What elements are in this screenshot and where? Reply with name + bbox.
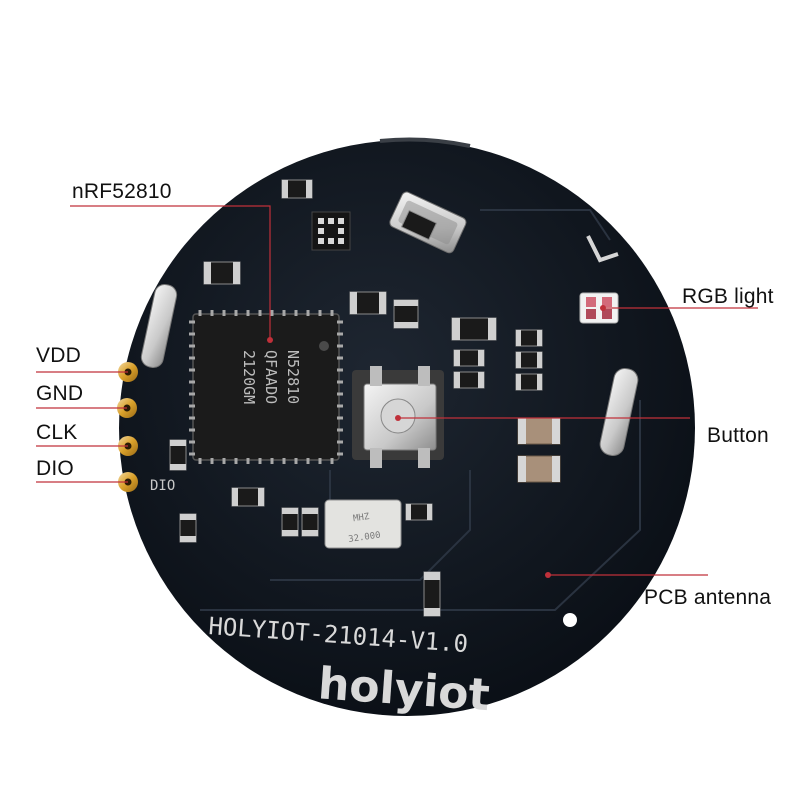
callout-dots — [267, 305, 606, 578]
smd-resistor — [169, 439, 187, 471]
chip-pin1-dot — [319, 341, 329, 351]
button-callout-dot — [395, 415, 401, 421]
smd-resistor — [281, 507, 299, 537]
callout-dio: DIO — [36, 457, 74, 480]
chip-marking: N52810 QFAADO 2120GM — [240, 350, 302, 404]
silk-pin-labels: DIO — [150, 478, 175, 494]
smd-resistor — [451, 317, 497, 341]
smd-capacitor — [517, 417, 561, 445]
chip-body — [192, 313, 340, 461]
smd-resistor — [301, 507, 319, 537]
smd-resistor — [203, 261, 241, 285]
callout-gnd: GND — [36, 382, 84, 405]
rgb-callout-dot — [600, 305, 606, 311]
smd-resistor — [453, 349, 485, 367]
smd-resistor — [515, 329, 543, 347]
smd-resistor — [349, 291, 387, 315]
chip-callout-line — [70, 205, 271, 340]
chip-mark-line3: 2120GM — [240, 350, 258, 404]
silk-logo: holyiot — [316, 658, 491, 721]
crystal-freq: 32.000 — [348, 531, 382, 545]
callout-vdd: VDD — [36, 344, 81, 367]
callout-lines — [36, 205, 758, 576]
chip-mark-line2: QFAADO — [262, 350, 280, 404]
chip-pins — [189, 310, 343, 464]
antenna-outline — [586, 235, 619, 263]
main-crystal: MHZ 32.000 — [324, 499, 402, 549]
smd-resistor — [231, 487, 265, 507]
callout-rgb: RGB light — [682, 285, 774, 308]
smd-resistor — [281, 179, 313, 199]
top-small-ic — [311, 211, 351, 251]
battery-contact-right — [599, 368, 639, 456]
crystal-unit: MHZ — [353, 512, 371, 524]
silk-dio: DIO — [150, 478, 175, 494]
smd-resistor — [515, 351, 543, 369]
antenna-callout-dot — [545, 572, 551, 578]
smd-resistor — [405, 503, 433, 521]
callout-button: Button — [707, 424, 769, 447]
battery-contact-left — [140, 283, 178, 369]
smd-resistor — [393, 299, 419, 329]
callout-antenna: PCB antenna — [644, 586, 772, 609]
smd-capacitor — [517, 455, 561, 483]
battery-contacts — [140, 283, 639, 456]
smd-resistor — [400, 209, 438, 241]
smd-resistor — [515, 373, 543, 391]
small-ic-body — [311, 211, 351, 251]
mounting-hole — [563, 613, 577, 627]
smd-passives — [169, 179, 561, 617]
callout-clk: CLK — [36, 421, 78, 444]
chip-callout-dot — [267, 337, 273, 343]
nrf52810-chip: N52810 QFAADO 2120GM — [189, 310, 343, 464]
smd-resistor — [453, 371, 485, 389]
callout-chip: nRF52810 — [72, 180, 172, 203]
board-edge-highlight — [379, 137, 471, 148]
main-crystal-body — [324, 499, 402, 549]
chip-mark-line1: N52810 — [284, 350, 302, 404]
smd-resistor — [179, 513, 197, 543]
smd-resistor — [423, 571, 441, 617]
